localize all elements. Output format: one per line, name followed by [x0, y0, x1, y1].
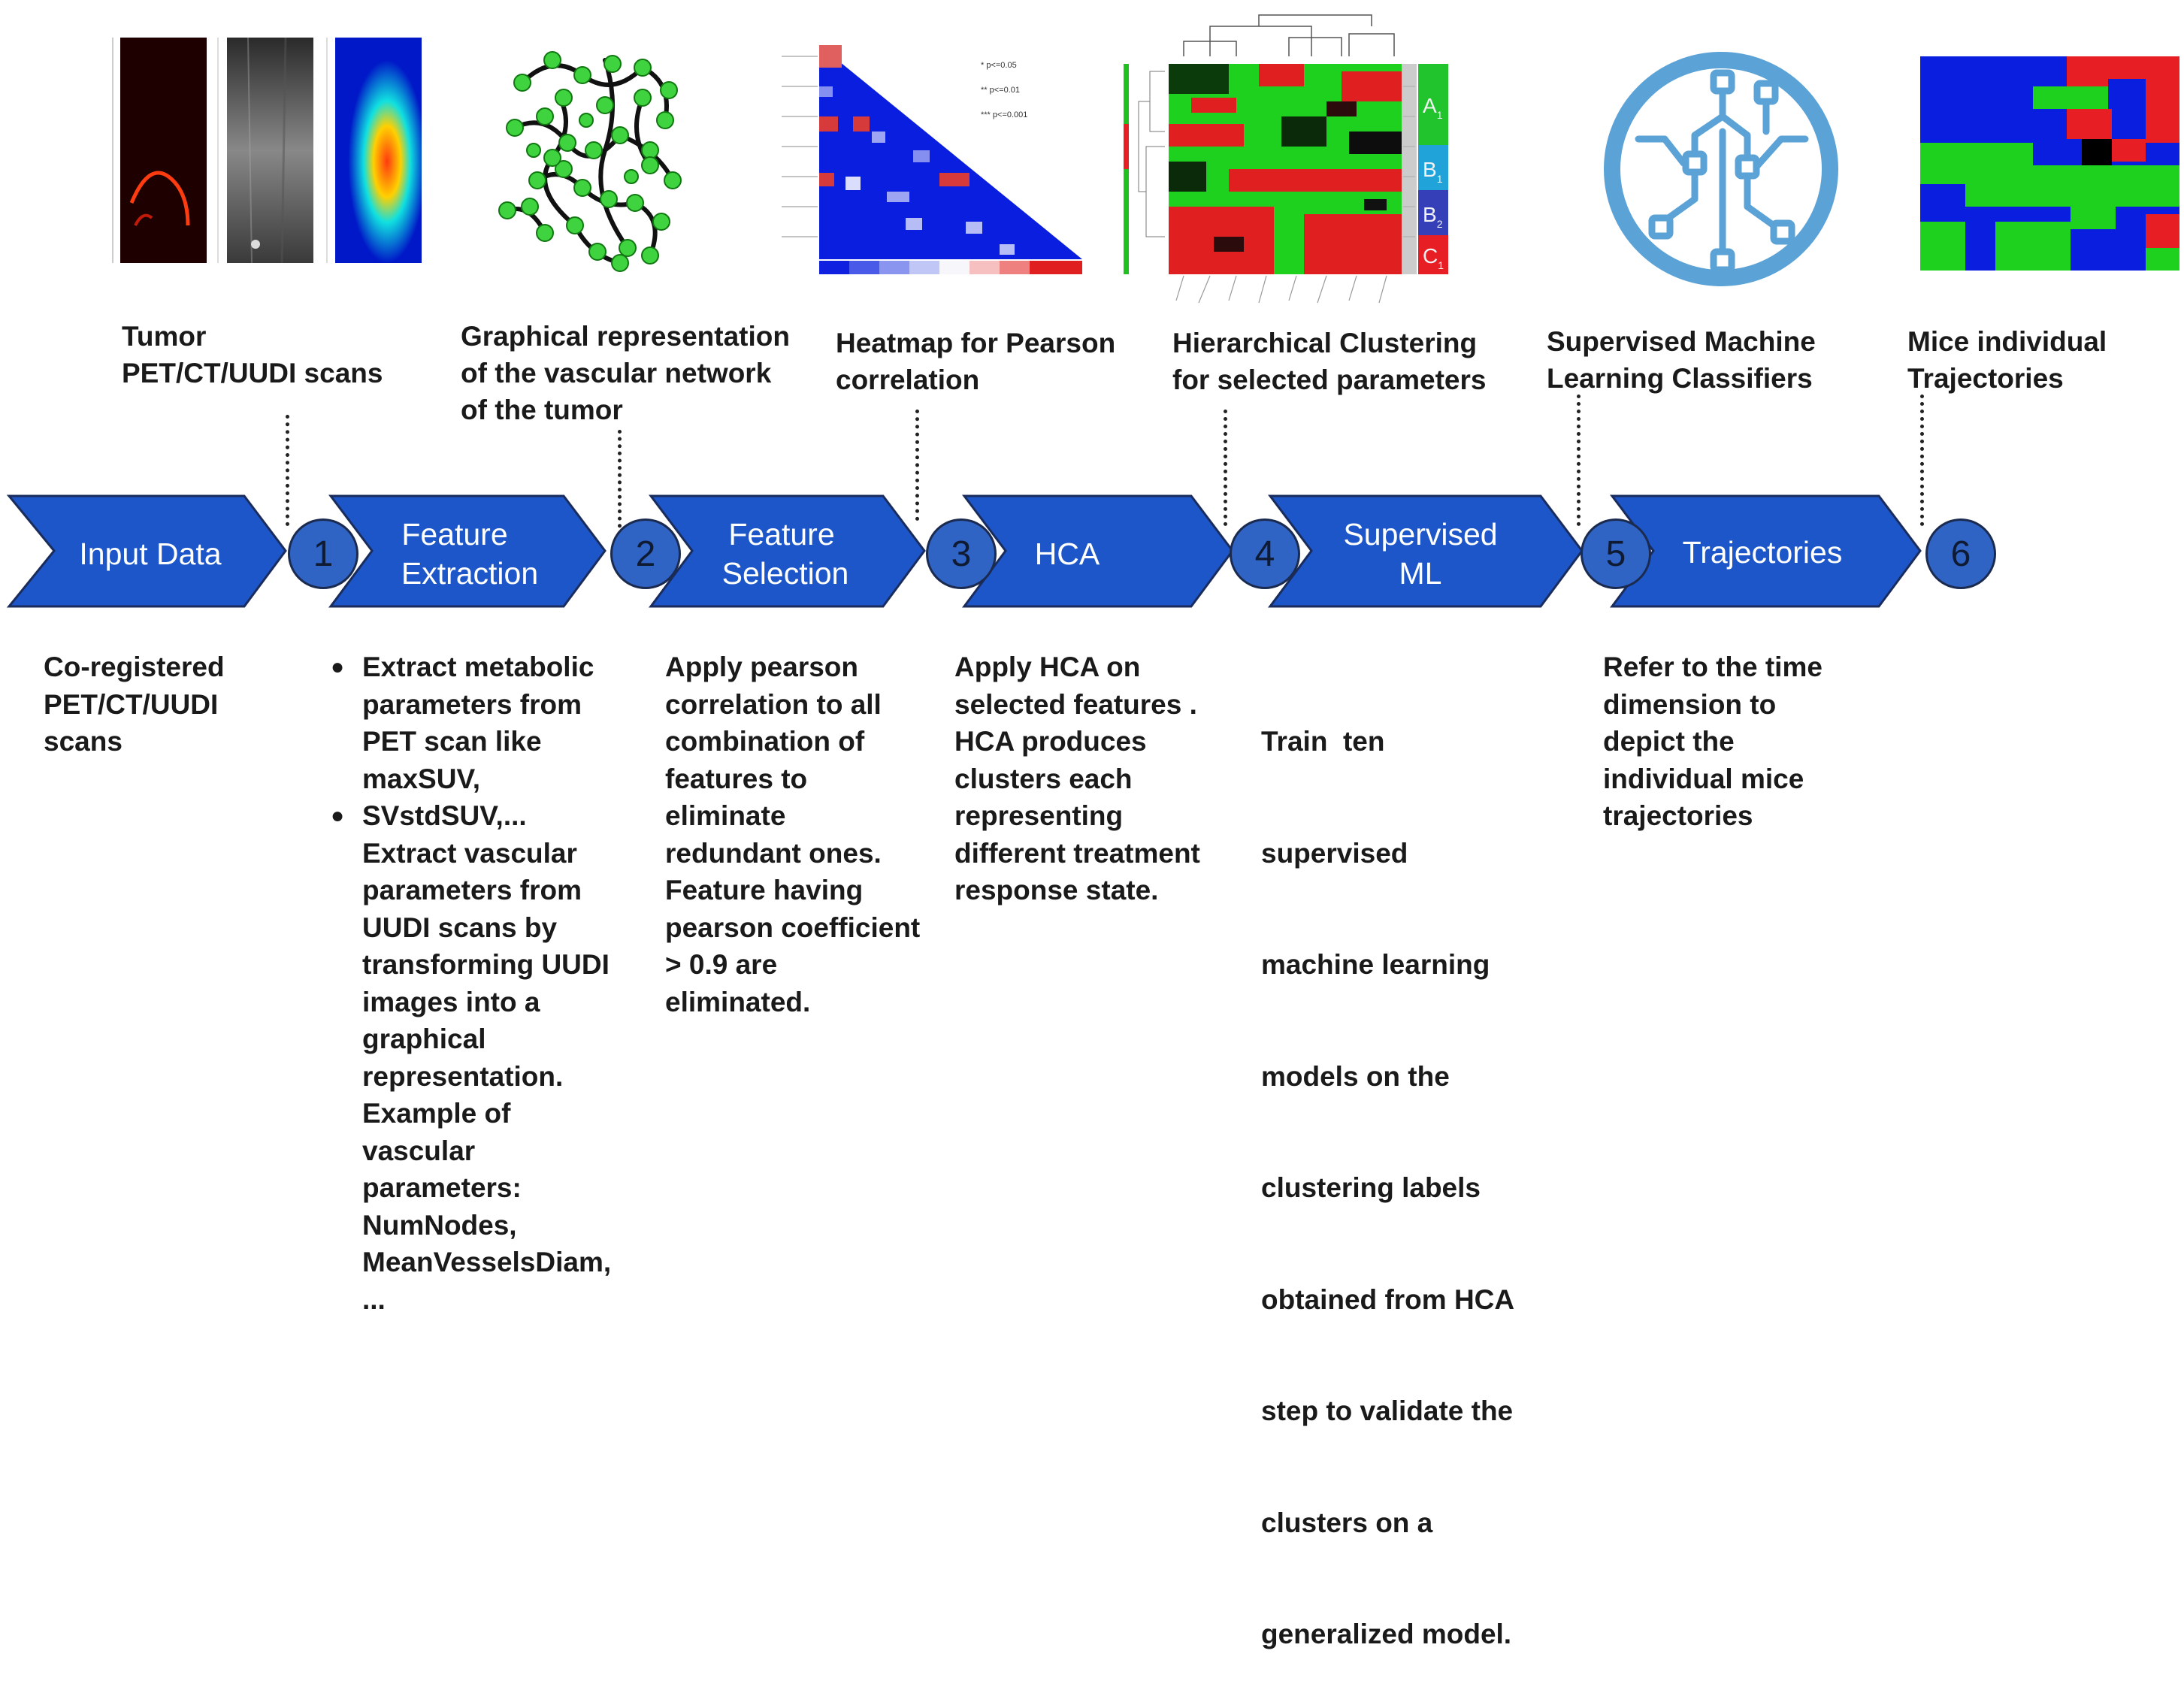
description-input-data: Co-registered PET/CT/UUDI scans [44, 652, 225, 757]
heatmap-triangle [819, 45, 1082, 259]
vascular-network-graph-image [498, 51, 682, 272]
description-hca: Apply HCA on selected features . HCA pro… [954, 652, 1200, 905]
chevron-feature-extraction [328, 494, 606, 608]
connector-1 [286, 415, 289, 526]
chevron-supervised-ml [1267, 494, 1584, 608]
pet-ct-uudi-scans-image [112, 37, 422, 264]
step-label-input-data: Input Data [79, 537, 222, 571]
step-number-2: 2 [610, 518, 681, 589]
row-dendrogram [1138, 71, 1165, 237]
heatmap-color-bar [819, 261, 1082, 274]
heatmap-legend-2: ** p<=0.01 [981, 86, 1020, 95]
step-number-6: 6 [1925, 518, 1996, 589]
connector-4 [1224, 410, 1227, 526]
uudi-scan-panel [335, 38, 422, 263]
description-feature-extraction: ● Extract metabolic parameters from PET … [331, 648, 611, 1318]
description-supervised-ml: Train ten supervised machine learning mo… [1261, 726, 1515, 1649]
extraction-bullet-metabolic: ● Extract metabolic parameters from PET … [331, 648, 611, 797]
step-number-1: 1 [288, 518, 358, 589]
cluster-label-column: A1 B1 B2 C1 [1418, 64, 1448, 274]
pearson-correlation-heatmap-image: * p<=0.05 ** p<=0.01 *** p<=0.001 [782, 45, 1082, 274]
cluster-label-b2: B2 [1423, 203, 1443, 230]
cluster-label-b1: B1 [1423, 158, 1443, 185]
column-dendrogram [1183, 14, 1395, 56]
step-label-trajectories: Trajectories [1682, 535, 1843, 570]
cluster-label-a1: A1 [1423, 94, 1443, 121]
heatmap-legend-3: *** p<=0.001 [981, 110, 1027, 119]
ct-scan-panel [227, 38, 313, 263]
heatmap-grid [1169, 64, 1402, 274]
connector-3 [915, 410, 919, 521]
chevron-trajectories [1609, 494, 1922, 608]
hierarchical-clustering-heatmap-image: A1 B1 B2 C1 [1124, 14, 1448, 304]
chevron-input-data [6, 494, 287, 608]
description-feature-selection: Apply pearson correlation to all combina… [665, 652, 921, 1017]
machine-learning-circuit-icon [1604, 52, 1838, 286]
bullet-dot-icon: ● [331, 803, 345, 828]
cluster-label-c1: C1 [1423, 244, 1444, 271]
bullet-dot-icon: ● [331, 655, 345, 679]
chevron-feature-selection [648, 494, 926, 608]
connector-2 [618, 430, 622, 535]
step-label-hca: HCA [1034, 537, 1100, 571]
pet-scan-panel [120, 38, 207, 263]
pipeline-chevrons [6, 494, 1922, 608]
connector-6 [1920, 395, 1924, 526]
extraction-bullet-vascular: ● SVstdSUV,... Extract vascular paramete… [331, 797, 611, 1318]
mice-trajectories-grid-image [1920, 56, 2179, 271]
heatmap-legend-1: * p<=0.05 [981, 61, 1017, 70]
connector-5 [1577, 395, 1581, 526]
step-number-4: 4 [1230, 518, 1300, 589]
chevron-hca [961, 494, 1234, 608]
description-trajectories: Refer to the time dimension to depict th… [1603, 652, 1823, 831]
step-number-3: 3 [926, 518, 997, 589]
step-number-5: 5 [1581, 518, 1651, 589]
